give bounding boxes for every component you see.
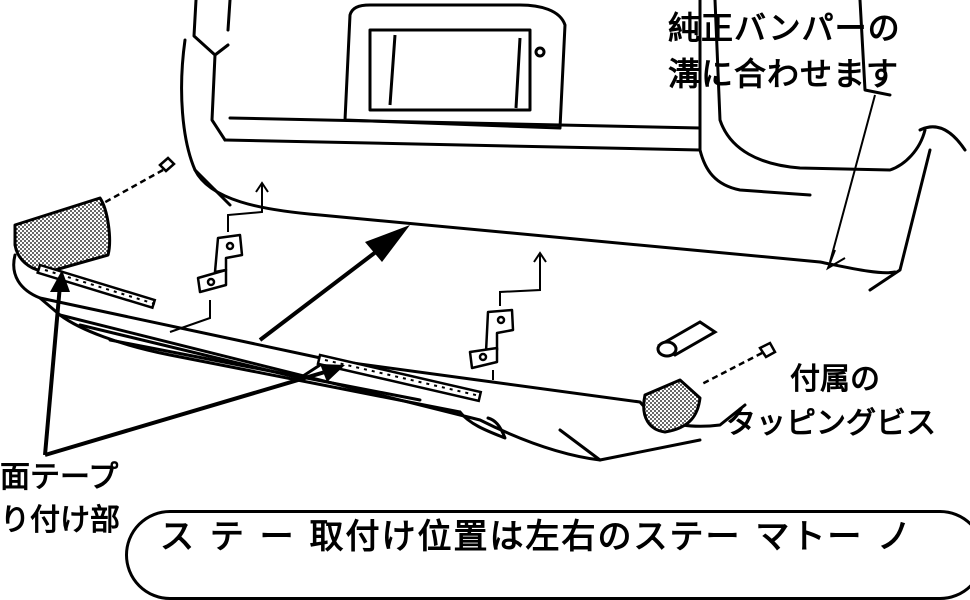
stay-guide-arrows [169, 181, 547, 380]
screw-label-line2: タッピングビス [726, 406, 936, 441]
callout-leader-lines [826, 94, 876, 271]
right-corner-panel [642, 378, 702, 434]
tailpipe [656, 320, 718, 358]
bumper-installation-diagram [12, 0, 967, 462]
tape-label-line2: り付け部 [0, 503, 120, 538]
fitting-direction-arrow [258, 225, 410, 342]
tape-label-line1: 面テープ [0, 460, 119, 495]
note-text: ス テ ー 取付け位置は左右のステー マトー ノ [160, 517, 914, 557]
mounting-stay-right [468, 308, 515, 370]
license-plate-recess [343, 3, 567, 130]
tape-strip-center [316, 353, 483, 403]
screw-left-icon [99, 156, 176, 207]
screw-label-line1: 付属の [790, 362, 880, 397]
tape-callout-arrows [43, 270, 345, 457]
bumper-groove-label-line2: 溝に合わせます [668, 55, 900, 93]
mounting-stay-left [196, 233, 244, 294]
screw-right-icon [699, 341, 777, 387]
left-corner-panel [13, 196, 112, 273]
tape-strip-left [36, 263, 157, 310]
bumper-groove-label-line1: 純正バンパーの [668, 9, 901, 47]
rear-bumper-spoiler [12, 253, 747, 462]
